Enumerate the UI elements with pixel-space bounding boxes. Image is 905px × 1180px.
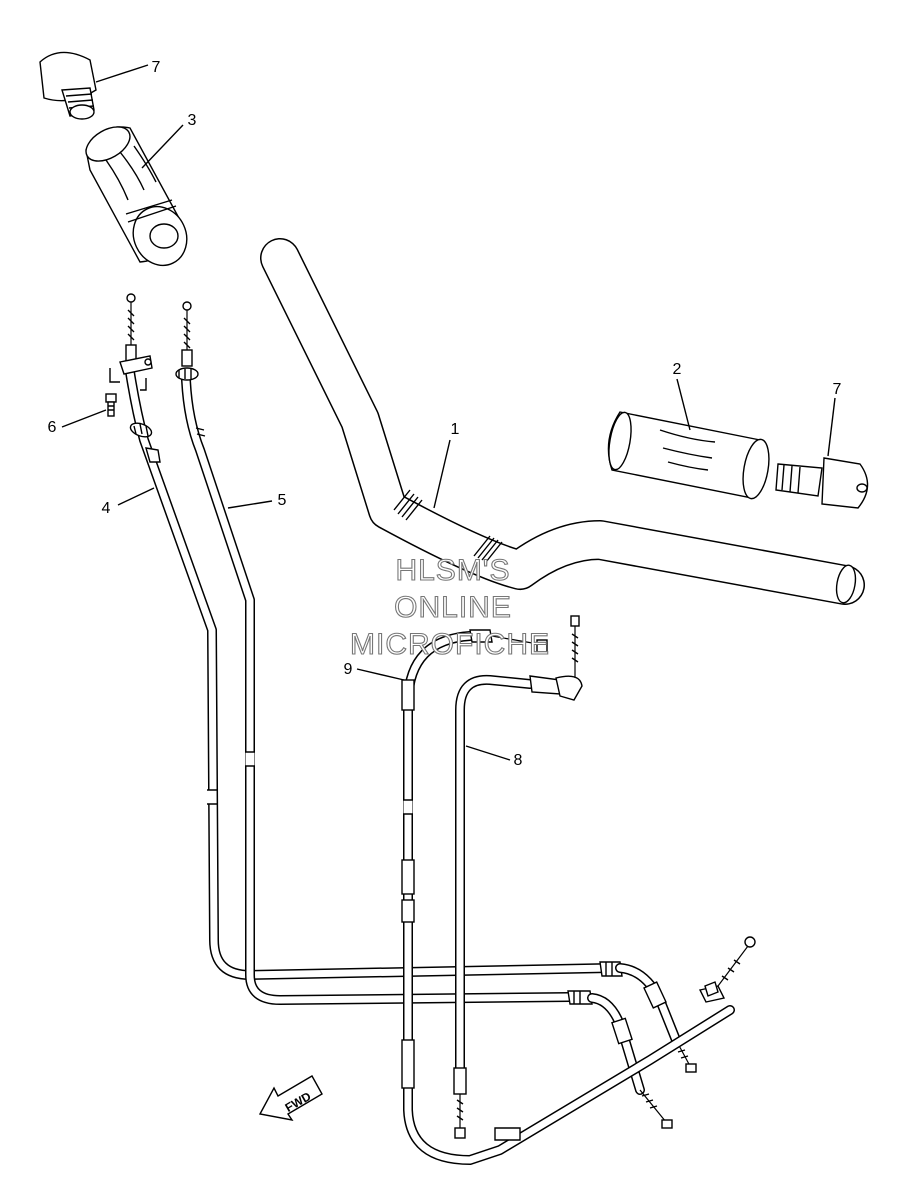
watermark-line-1: HLSM'S [395,554,510,587]
leader-lines [61,64,836,761]
forward-direction-arrow: FWD [258,1075,323,1121]
callout-9: 9 [344,661,353,678]
cable-5 [175,301,673,1129]
callout-8: 8 [514,752,523,769]
screw [105,393,117,417]
grip-end-left [39,51,97,120]
knurled-band-left [393,489,423,521]
bracket-mark [109,368,147,391]
grip-end-right [775,457,869,509]
grip-left [85,126,188,267]
callout-1: 1 [451,421,460,438]
watermark-line-3: MICROFICHE [350,628,550,661]
callout-2: 2 [673,361,682,378]
callout-labels: 1 2 3 4 5 6 7 7 8 9 [48,59,842,769]
watermark: HLSM'S ONLINE MICROFICHE [349,553,550,661]
callout-7-left: 7 [152,59,161,76]
knurled-band-right [473,535,503,563]
cable-4 [119,293,697,1073]
callout-3: 3 [188,112,197,129]
watermark-line-2: ONLINE [394,591,512,624]
throttle-grip-right [607,411,770,500]
callout-7-right: 7 [833,381,842,398]
callout-4: 4 [102,500,111,517]
cable-8 [453,615,583,1139]
callout-5: 5 [278,492,287,509]
cable-9 [401,629,756,1165]
handlebar [260,238,865,605]
callout-6: 6 [48,419,57,436]
